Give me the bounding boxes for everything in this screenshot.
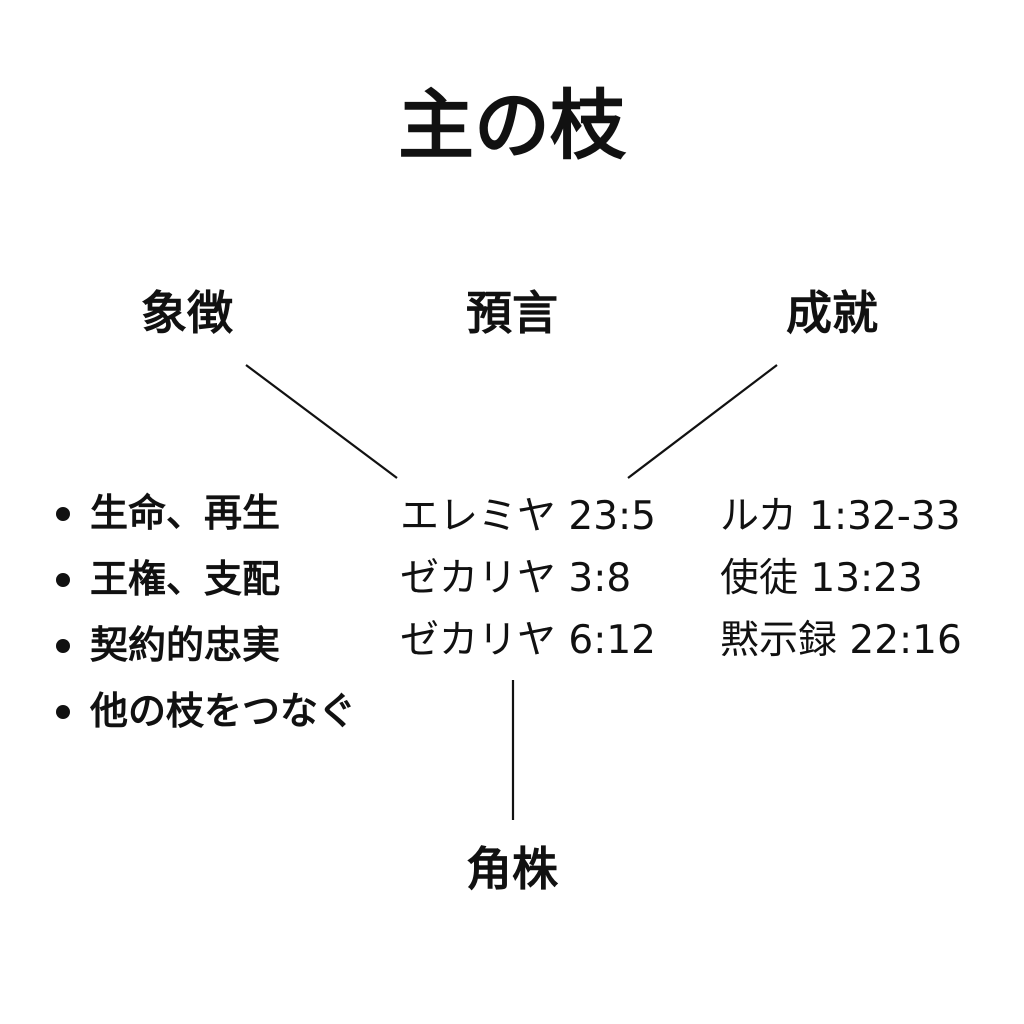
bullet-icon xyxy=(56,507,70,521)
symbol-list: 生命、再生 王権、支配 契約的忠実 他の枝をつなぐ xyxy=(54,494,356,758)
list-item: 他の枝をつなぐ xyxy=(54,692,356,758)
reference-item: 使徒 13:23 xyxy=(720,556,923,601)
list-item: 生命、再生 xyxy=(54,494,356,560)
heading-prophecy: 預言 xyxy=(466,286,558,340)
reference-item: エレミヤ 23:5 xyxy=(400,494,656,539)
reference-item: 黙示録 22:16 xyxy=(720,618,962,663)
connector-fulfillment xyxy=(627,364,778,479)
prophecy-references: エレミヤ 23:5 ゼカリヤ 3:8 ゼカリヤ 6:12 xyxy=(400,497,656,683)
heading-cornerstone: 角株 xyxy=(466,842,558,896)
list-item-label: 契約的忠実 xyxy=(90,623,281,667)
reference-item: ゼカリヤ 3:8 xyxy=(400,556,632,601)
list-item-label: 王権、支配 xyxy=(90,557,281,601)
list-item: 契約的忠実 xyxy=(54,626,356,692)
bullet-icon xyxy=(56,573,70,587)
bullet-icon xyxy=(56,639,70,653)
fulfillment-references: ルカ 1:32-33 使徒 13:23 黙示録 22:16 xyxy=(720,497,962,683)
connector-symbol xyxy=(245,364,398,479)
reference-item: ゼカリヤ 6:12 xyxy=(400,618,656,663)
diagram-title: 主の枝 xyxy=(398,81,626,170)
reference-item: ルカ 1:32-33 xyxy=(720,494,961,539)
bullet-icon xyxy=(56,705,70,719)
list-item-label: 他の枝をつなぐ xyxy=(90,689,357,733)
heading-fulfillment: 成就 xyxy=(786,286,878,340)
list-item-label: 生命、再生 xyxy=(90,491,281,535)
heading-symbol: 象徴 xyxy=(141,286,233,340)
list-item: 王権、支配 xyxy=(54,560,356,626)
